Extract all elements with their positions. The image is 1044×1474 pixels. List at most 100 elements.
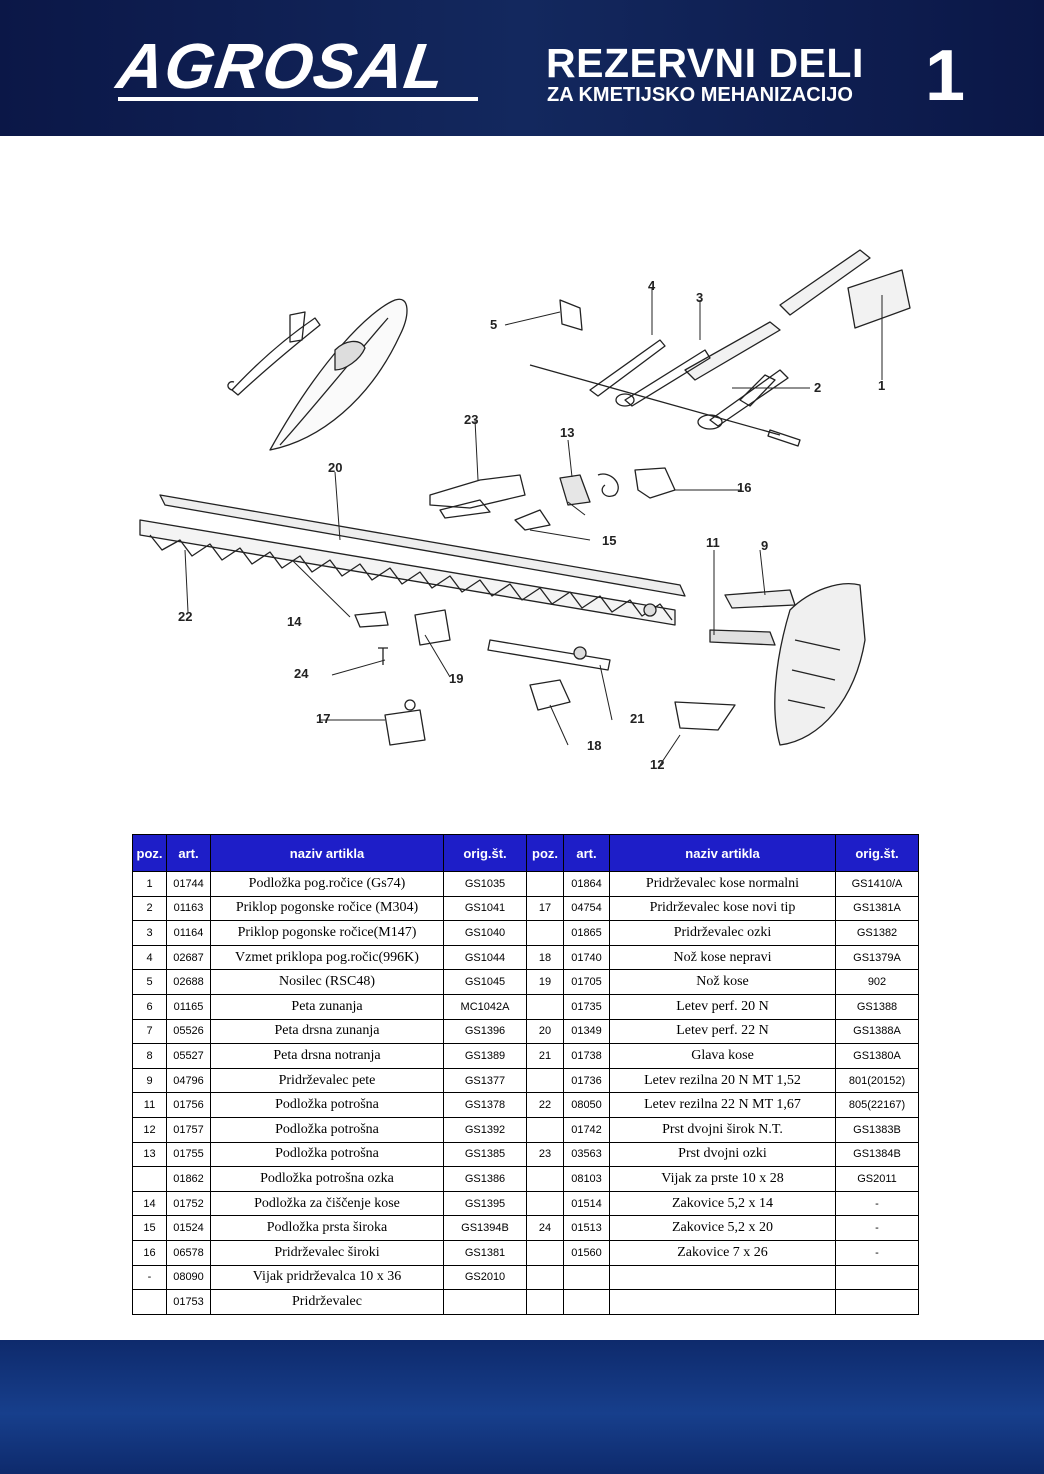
cell-name-left: Peta drsna zunanja xyxy=(210,1018,444,1045)
cell-orig-right: GS1384B xyxy=(835,1141,919,1168)
cell-orig-left: GS1381 xyxy=(443,1239,527,1266)
cell-art-left: 01756 xyxy=(166,1092,211,1118)
cell-orig-left: GS1389 xyxy=(443,1043,527,1069)
cell-orig-left xyxy=(443,1289,527,1315)
cell-orig-right: 902 xyxy=(835,969,919,995)
page-subtitle: ZA KMETIJSKO MEHANIZACIJO xyxy=(547,84,853,106)
cell-poz-left: 16 xyxy=(132,1239,167,1266)
cell-art-right: 01864 xyxy=(563,871,610,897)
cell-poz-right xyxy=(526,1190,564,1217)
cell-name-right xyxy=(609,1289,836,1315)
cell-poz-left: 14 xyxy=(132,1190,167,1217)
cell-art-left: 01164 xyxy=(166,920,211,946)
cell-art-right xyxy=(563,1289,610,1315)
cell-name-right: Nož kose nepravi xyxy=(609,944,836,971)
header-art-left: art. xyxy=(166,834,211,872)
cell-name-right xyxy=(609,1264,836,1291)
cell-orig-right xyxy=(835,1264,919,1291)
callout-3: 3 xyxy=(696,290,703,305)
cell-poz-right xyxy=(526,993,564,1020)
cell-art-left: 01757 xyxy=(166,1116,211,1143)
cell-orig-right: GS1383B xyxy=(835,1116,919,1143)
cell-name-right: Letev rezilna 22 N MT 1,67 xyxy=(609,1092,836,1118)
cell-art-right: 01349 xyxy=(563,1018,610,1045)
cell-art-left: 08090 xyxy=(166,1264,211,1291)
cell-orig-left: GS1377 xyxy=(443,1067,527,1094)
cell-orig-left: GS1044 xyxy=(443,944,527,971)
cell-name-left: Peta zunanja xyxy=(210,993,444,1020)
callout-11: 11 xyxy=(706,535,720,550)
cell-art-left: 01755 xyxy=(166,1141,211,1168)
cell-poz-left: 12 xyxy=(132,1116,167,1143)
callout-19: 19 xyxy=(449,671,463,686)
cell-poz-left: 9 xyxy=(132,1067,167,1094)
cell-name-left: Priklop pogonske ročice(M147) xyxy=(210,920,444,946)
cell-poz-right xyxy=(526,1067,564,1094)
page-header: AGROSAL REZERVNI DELI ZA KMETIJSKO MEHAN… xyxy=(0,0,1044,136)
cell-poz-left xyxy=(132,1166,167,1192)
page-number: 1 xyxy=(925,36,966,116)
cell-poz-right: 24 xyxy=(526,1215,564,1241)
cell-name-left: Vijak pridrževalca 10 x 36 xyxy=(210,1264,444,1291)
cell-art-left: 05527 xyxy=(166,1043,211,1069)
cell-name-left: Peta drsna notranja xyxy=(210,1043,444,1069)
callout-13: 13 xyxy=(560,425,574,440)
callout-18: 18 xyxy=(587,738,601,753)
cell-art-right: 01735 xyxy=(563,993,610,1020)
cell-poz-left: 2 xyxy=(132,895,167,922)
cell-art-right: 01513 xyxy=(563,1215,610,1241)
page-footer-band xyxy=(0,1340,1044,1474)
cell-poz-left: 3 xyxy=(132,920,167,946)
cell-name-left: Priklop pogonske ročice (M304) xyxy=(210,895,444,922)
cell-orig-right: GS1388 xyxy=(835,993,919,1020)
cell-art-right xyxy=(563,1264,610,1291)
cell-poz-left: 6 xyxy=(132,993,167,1020)
cell-poz-left: 13 xyxy=(132,1141,167,1168)
cell-art-left: 06578 xyxy=(166,1239,211,1266)
cell-name-right: Vijak za prste 10 x 28 xyxy=(609,1166,836,1192)
cell-poz-left: 11 xyxy=(132,1092,167,1118)
cell-art-left: 01165 xyxy=(166,993,211,1020)
callout-1: 1 xyxy=(878,378,885,393)
callout-2: 2 xyxy=(814,380,821,395)
cell-orig-left: GS2010 xyxy=(443,1264,527,1291)
cell-orig-left: GS1395 xyxy=(443,1190,527,1217)
cell-name-left: Pridrževalec pete xyxy=(210,1067,444,1094)
cell-orig-left: GS1040 xyxy=(443,920,527,946)
cell-orig-right: GS1381A xyxy=(835,895,919,922)
callout-4: 4 xyxy=(648,278,656,293)
cell-poz-left: 8 xyxy=(132,1043,167,1069)
cell-name-left: Podložka za čiščenje kose xyxy=(210,1190,444,1217)
cell-art-left: 05526 xyxy=(166,1018,211,1045)
cell-name-right: Letev rezilna 20 N MT 1,52 xyxy=(609,1067,836,1094)
cell-name-right: Prst dvojni širok N.T. xyxy=(609,1116,836,1143)
page-title: REZERVNI DELI xyxy=(546,40,864,86)
agrosal-logo: AGROSAL xyxy=(112,30,451,102)
callout-15: 15 xyxy=(602,533,616,548)
cell-art-right: 01560 xyxy=(563,1239,610,1266)
cell-orig-left: GS1041 xyxy=(443,895,527,922)
cell-orig-left: GS1396 xyxy=(443,1018,527,1045)
cell-poz-left xyxy=(132,1289,167,1315)
callout-9: 9 xyxy=(761,538,768,553)
cell-orig-left: GS1035 xyxy=(443,871,527,897)
cell-poz-right xyxy=(526,1116,564,1143)
cell-art-left: 01753 xyxy=(166,1289,211,1315)
cell-name-right: Zakovice 7 x 26 xyxy=(609,1239,836,1266)
cell-art-right: 01736 xyxy=(563,1067,610,1094)
cell-name-left: Nosilec (RSC48) xyxy=(210,969,444,995)
callout-12: 12 xyxy=(650,757,664,772)
cell-poz-left: 15 xyxy=(132,1215,167,1241)
cell-orig-right: 805(22167) xyxy=(835,1092,919,1118)
cell-art-left: 02688 xyxy=(166,969,211,995)
cell-orig-right: GS1379A xyxy=(835,944,919,971)
callout-14: 14 xyxy=(287,614,302,629)
exploded-parts-diagram: 1 2 3 4 5 9 11 12 13 14 15 16 17 18 19 2… xyxy=(139,249,911,772)
callout-24: 24 xyxy=(294,666,309,681)
